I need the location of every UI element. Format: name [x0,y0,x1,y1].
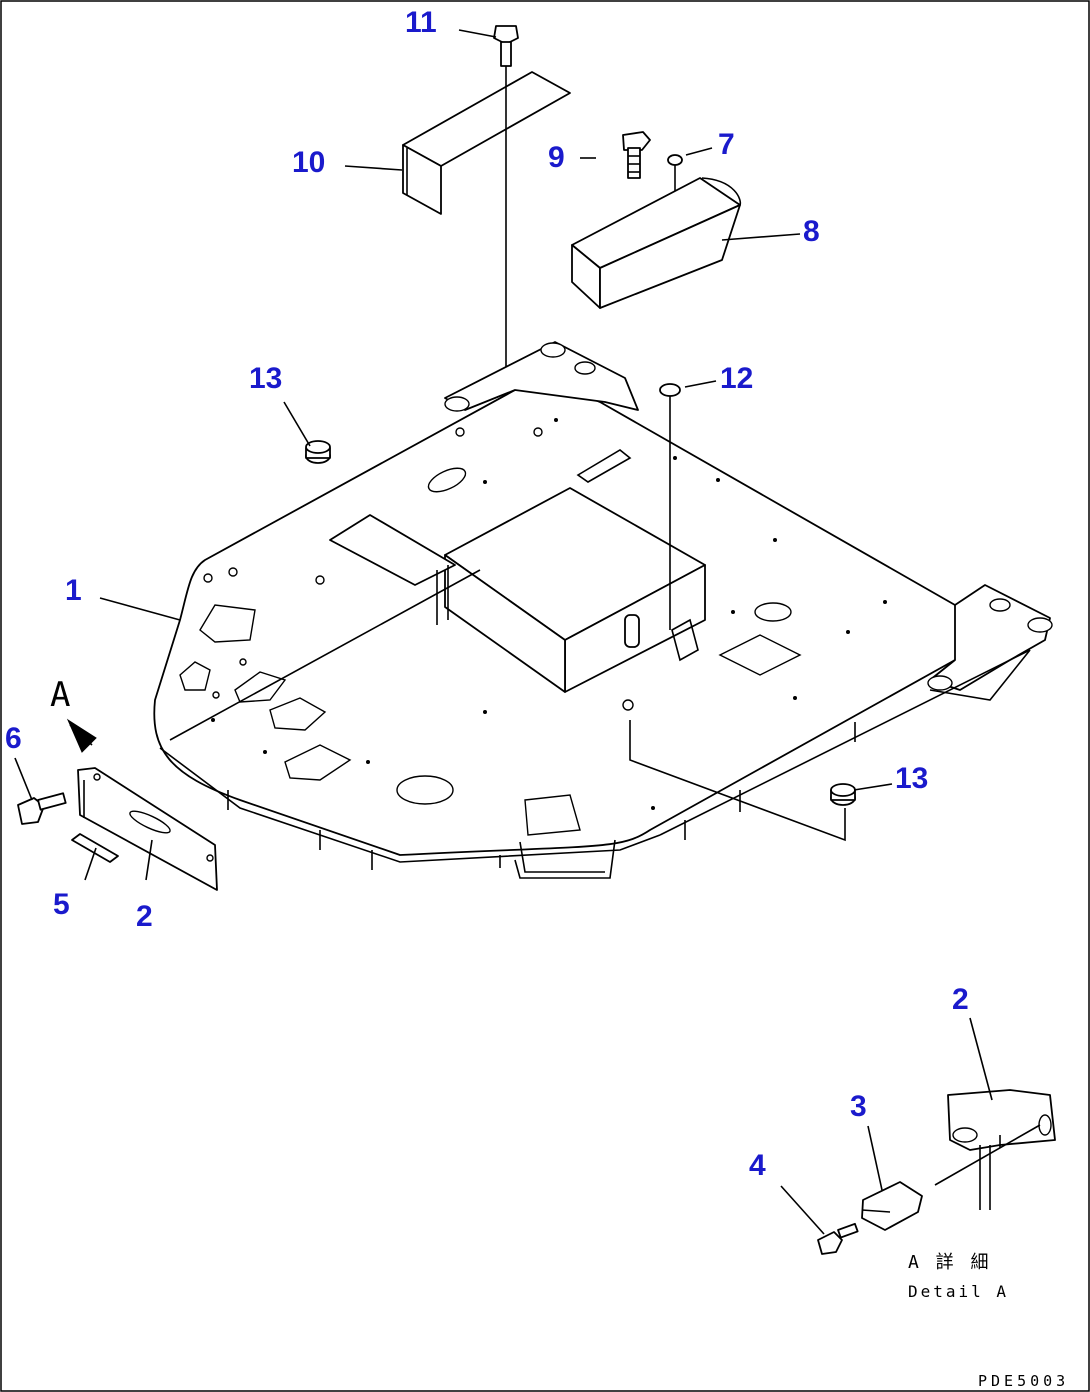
callout-9: 9 [548,141,565,174]
drawing-code: PDE5003 [978,1372,1069,1390]
detail-title-en: Detail A [908,1282,1009,1301]
callout-3: 3 [850,1090,867,1123]
part-12-cap [659,383,699,662]
callout-11: 11 [405,6,437,39]
leader-lines [14,29,993,1235]
part-10-cover [402,71,571,215]
callout-8: 8 [803,215,820,248]
part-9-bolt [622,131,651,179]
part-1-floor-frame [153,341,1053,879]
callout-13-lower: 13 [895,762,928,795]
callout-6: 6 [5,722,22,755]
part-8-cover [571,177,742,309]
callout-10: 10 [292,146,325,179]
callout-13-upper: 13 [249,362,282,395]
view-arrow-letter: A [50,675,70,715]
callout-12: 12 [720,362,753,395]
part-2-front-plate [77,767,218,891]
part-13-cap-upper [305,440,331,464]
callout-2-detail: 2 [952,983,969,1016]
part-5-pin [71,833,119,863]
detail-a-drawing [817,1089,1056,1255]
view-arrow-a [66,718,97,753]
callout-4: 4 [749,1149,766,1182]
part-13-cap-lower [830,783,856,806]
callout-2-front: 2 [136,900,153,933]
part-6-bolt [17,792,67,825]
callout-7: 7 [718,128,735,161]
callout-1: 1 [65,574,82,607]
callout-5: 5 [53,888,70,921]
detail-title-jp: A 詳 細 [908,1252,992,1273]
